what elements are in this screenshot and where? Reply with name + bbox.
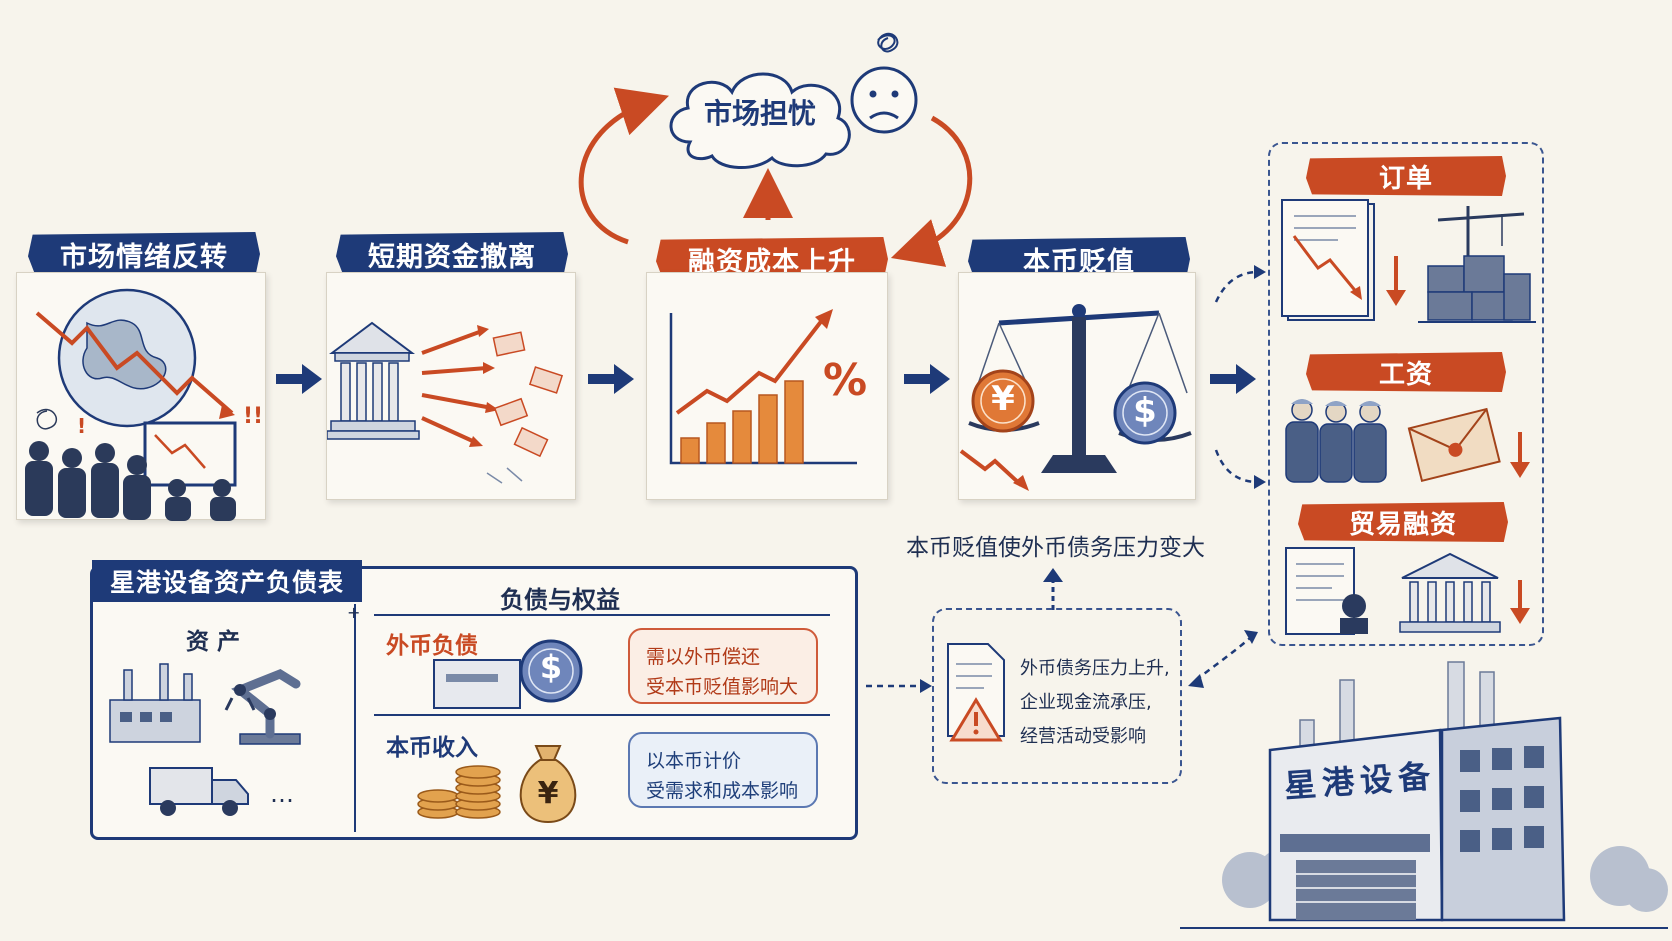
liabilities-rule-top — [374, 614, 830, 616]
step-banner-capital-outflow: 短期资金撤离 — [336, 232, 568, 276]
local-revenue-note: 以本币计价 受需求和成本影响 — [628, 732, 818, 808]
trade-finance-illustration — [1285, 547, 1530, 635]
dollar-coin-text: $ — [539, 648, 563, 686]
dollar-coin-icon — [519, 639, 583, 703]
liabilities-rule-mid — [374, 714, 830, 716]
market-worry-cloud — [669, 72, 851, 170]
money-bag-yen-text: ¥ — [537, 776, 559, 811]
factory-building-illustration — [1180, 661, 1668, 929]
worry-loop-arrows — [578, 87, 973, 267]
pressure-caption: 本币贬值使外币债务压力变大 — [906, 535, 1205, 561]
balance-sheet-title: 星港设备资产负债表 — [92, 560, 362, 602]
balance-sheet-divider — [354, 604, 356, 832]
foreign-debt-note-line2: 受本币贬值影响大 — [646, 676, 799, 698]
pressure-up-arrow — [1043, 568, 1063, 610]
yen-money-bag-icon — [519, 745, 577, 824]
foreign-debt-document-icon — [433, 659, 521, 709]
warning-text: 外币债务压力上升, 企业现金流承压, 经营活动受影响 — [1020, 652, 1170, 754]
warning-document-icon — [947, 643, 1005, 742]
foreign-debt-label: 外币负债 — [386, 633, 478, 659]
plus-sign: + — [347, 603, 361, 622]
effects-box — [1268, 142, 1544, 646]
factory-robot-illustration — [109, 663, 301, 745]
effects-dashed-arrows — [1214, 265, 1266, 489]
flow-arrow-2 — [588, 364, 634, 394]
orders-illustration — [1281, 199, 1536, 323]
panel-currency-depreciation: ¥ $ — [958, 272, 1196, 500]
coin-stack-icon — [417, 765, 501, 819]
panel-capital-outflow — [326, 272, 576, 500]
effect-banner-orders: 订单 — [1306, 156, 1506, 196]
foreign-debt-note-line1: 需以外币偿还 — [646, 646, 761, 668]
truck-illustration — [149, 767, 249, 816]
effect-banner-wages: 工资 — [1306, 352, 1506, 392]
svg-text:!!: !! — [243, 404, 263, 429]
wages-illustration — [1285, 399, 1530, 483]
assets-ellipsis: … — [270, 780, 294, 808]
warning-line3: 经营活动受影响 — [1020, 726, 1146, 747]
rising-cost-chart — [669, 309, 857, 465]
foreign-debt-note: 需以外币偿还 受本币贬值影响大 — [628, 628, 818, 704]
market-worry-label: 市场担忧 — [703, 97, 816, 130]
panel-financing-cost: % — [646, 272, 888, 500]
step-banner-market-reversal: 市场情绪反转 — [28, 232, 260, 276]
balance-to-warning-arrow — [866, 679, 932, 693]
warning-effects-arrow — [1188, 630, 1258, 688]
percent-icon: % — [823, 355, 868, 406]
bank-money-illustration — [326, 321, 564, 484]
liabilities-header: 负债与权益 — [500, 586, 620, 614]
sad-face-icon — [850, 32, 918, 134]
warning-line1: 外币债务压力上升, — [1020, 658, 1170, 679]
flow-arrow-4 — [1210, 364, 1256, 394]
local-revenue-note-line1: 以本币计价 — [646, 750, 742, 772]
local-revenue-note-line2: 受需求和成本影响 — [646, 780, 799, 802]
local-revenue-label: 本币收入 — [386, 735, 478, 761]
effect-banner-trade-finance: 贸易融资 — [1298, 502, 1508, 542]
yen-coin-symbol: ¥ — [991, 379, 1015, 419]
flow-arrow-3 — [904, 364, 950, 394]
balance-scale-illustration — [959, 304, 1192, 491]
flow-arrow-1 — [276, 364, 322, 394]
assets-header: 资 产 — [186, 629, 241, 655]
warning-line2: 企业现金流承压, — [1020, 692, 1152, 713]
svg-text:!: ! — [77, 414, 86, 438]
panel-market-reversal: !! ! — [16, 272, 266, 521]
warning-box — [932, 608, 1182, 784]
dollar-coin-symbol: $ — [1133, 391, 1157, 431]
globe-crowd-illustration: !! ! — [25, 288, 263, 521]
